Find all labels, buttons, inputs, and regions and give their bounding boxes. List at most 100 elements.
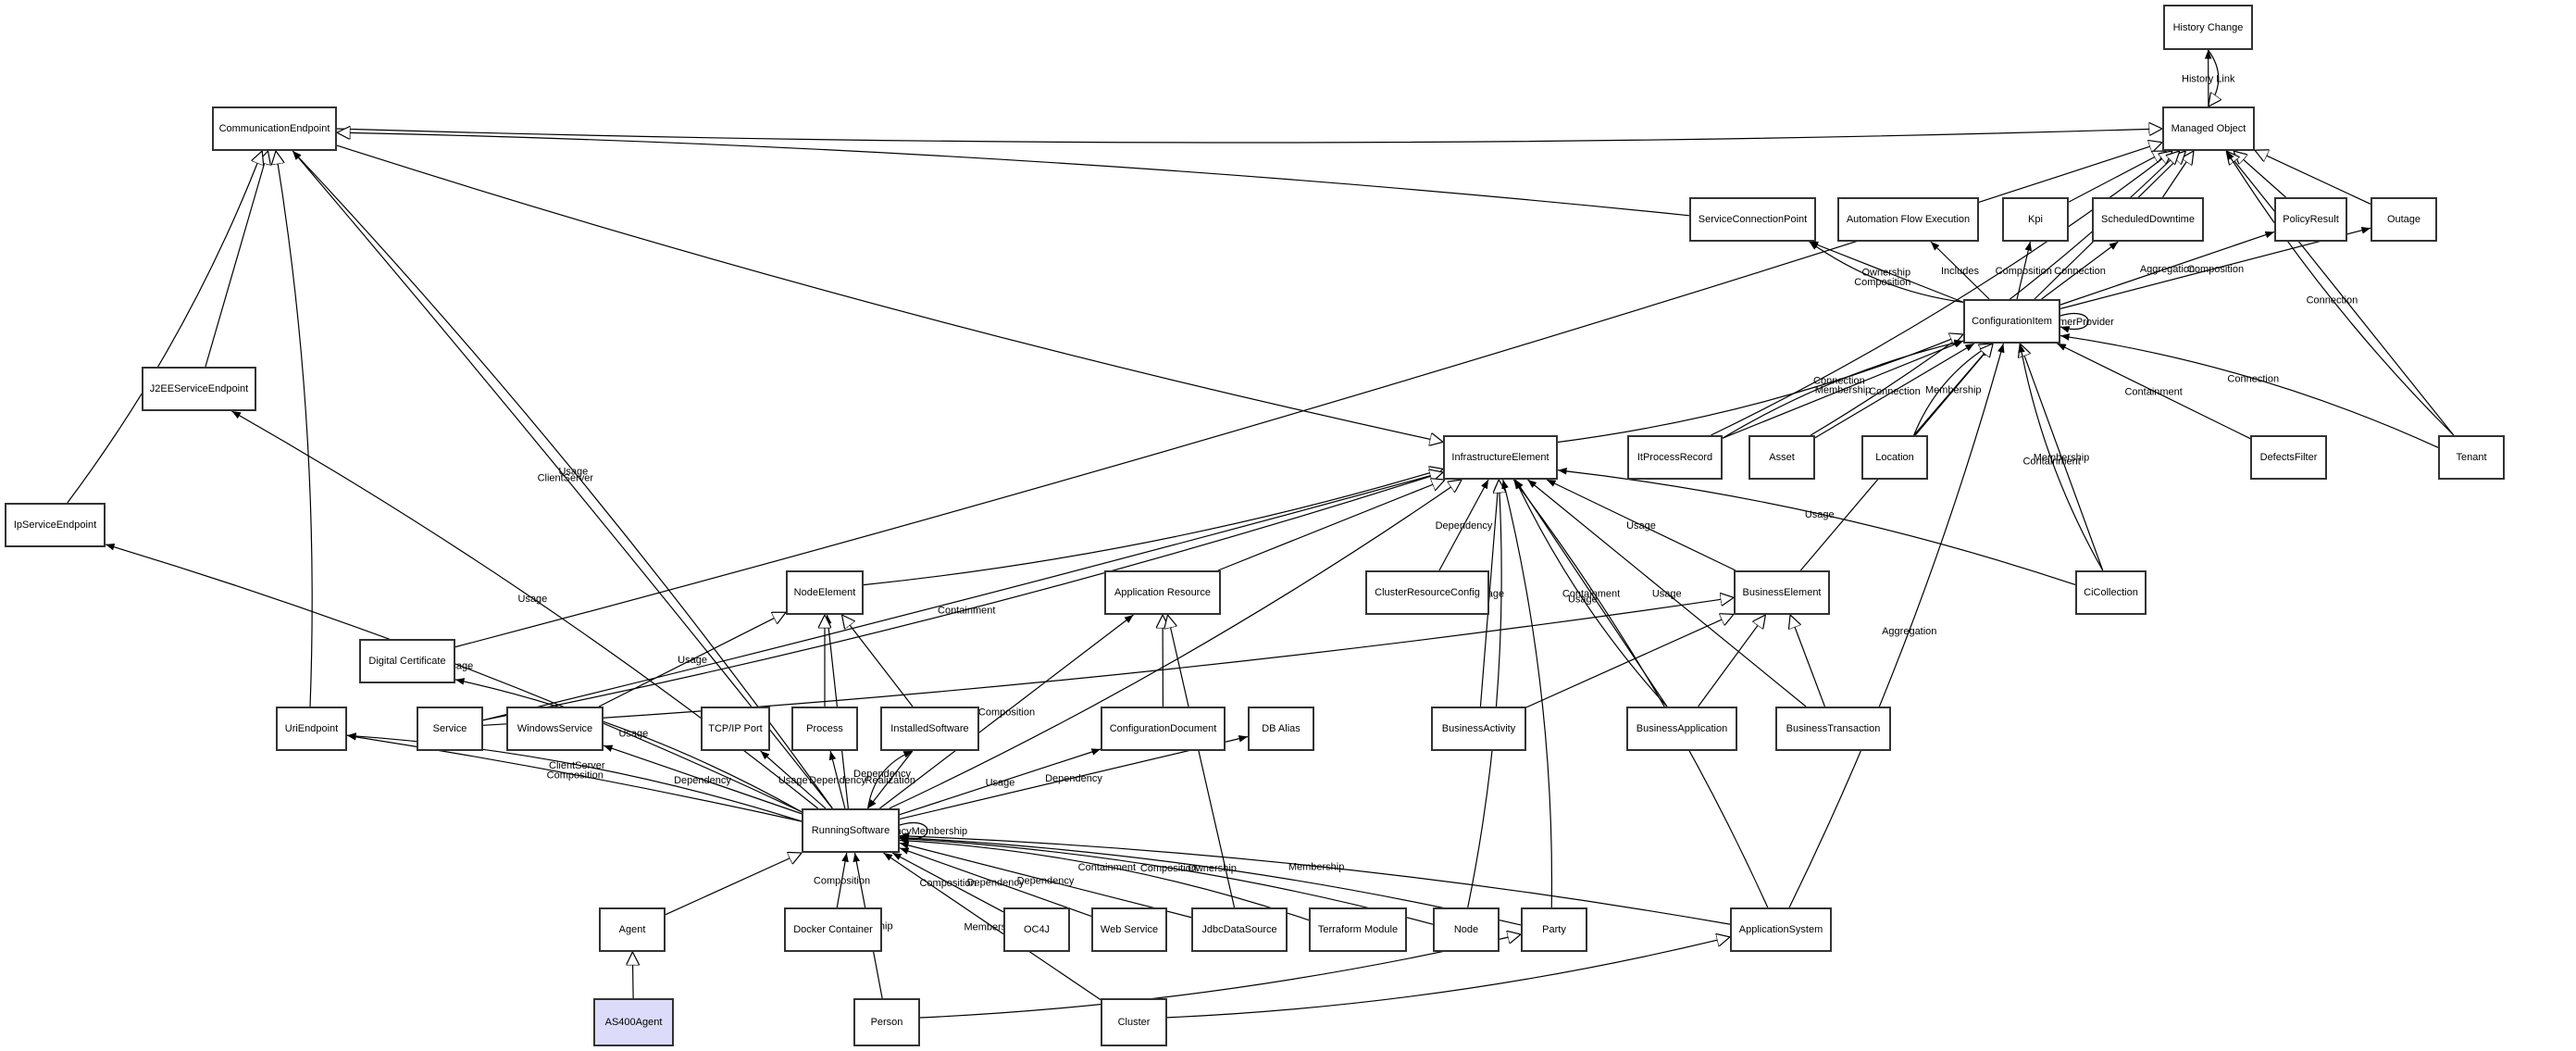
class-node-label: InstalledSoftware xyxy=(890,723,969,734)
class-node-person[interactable]: Person xyxy=(853,998,920,1046)
association-edge xyxy=(1814,343,1975,439)
class-node-defects-filter[interactable]: DefectsFilter xyxy=(2250,435,2327,480)
class-node-label: ConfigurationItem xyxy=(1972,316,2052,327)
association-edge xyxy=(2060,313,2089,333)
association-edge xyxy=(899,832,1731,925)
edge-label: Dependency xyxy=(853,769,911,780)
class-node-business-element[interactable]: BusinessElement xyxy=(1734,570,1830,615)
class-node-history-change[interactable]: History Change xyxy=(2163,5,2253,50)
inheritance-edge xyxy=(919,934,1521,1019)
edge-label: Usage xyxy=(618,728,648,739)
association-edge xyxy=(1438,479,1489,571)
association-edge xyxy=(879,614,1134,809)
class-node-label: ServiceConnectionPoint xyxy=(1698,214,1808,225)
class-node-label: Digital Certificate xyxy=(368,656,446,667)
class-node-location[interactable]: Location xyxy=(1861,435,1928,480)
class-node-windows-service[interactable]: WindowsService xyxy=(506,707,604,751)
class-node-installed-software[interactable]: InstalledSoftware xyxy=(880,707,979,751)
class-node-business-activity[interactable]: BusinessActivity xyxy=(1431,707,1526,751)
class-node-label: BusinessApplication xyxy=(1636,723,1728,734)
class-node-business-transaction[interactable]: BusinessTransaction xyxy=(1775,707,1891,751)
class-node-label: History Change xyxy=(2172,21,2244,33)
edge-label: Connection xyxy=(2227,374,2279,385)
class-node-node-element[interactable]: NodeElement xyxy=(786,570,864,615)
inheritance-edge xyxy=(889,480,1462,809)
edge-label: Containment xyxy=(938,605,995,616)
edge-label: Realization xyxy=(865,775,915,786)
class-node-ip-service-endpoint[interactable]: IpServiceEndpoint xyxy=(5,503,106,547)
class-node-node[interactable]: Node xyxy=(1433,907,1500,952)
class-node-application-resource[interactable]: Application Resource xyxy=(1104,570,1221,615)
edge-label: Dependency xyxy=(1017,876,1075,887)
class-node-process[interactable]: Process xyxy=(791,707,858,751)
association-edge xyxy=(867,750,914,809)
class-node-label: Cluster xyxy=(1117,1017,1151,1028)
class-node-label: Agent xyxy=(618,924,646,935)
class-node-tenant[interactable]: Tenant xyxy=(2438,435,2505,480)
class-node-label: Managed Object xyxy=(2171,123,2246,134)
class-node-party[interactable]: Party xyxy=(1521,907,1587,952)
class-node-label: UriEndpoint xyxy=(284,723,339,734)
class-node-label: PolicyResult xyxy=(2283,214,2339,225)
edge-label: Composition xyxy=(1854,277,1910,288)
association-edge xyxy=(1788,343,2005,908)
class-node-asset[interactable]: Asset xyxy=(1748,435,1815,480)
class-node-kpi[interactable]: Kpi xyxy=(2002,197,2069,242)
class-node-digital-certificate[interactable]: Digital Certificate xyxy=(359,639,455,683)
class-node-oc4j[interactable]: OC4J xyxy=(1003,907,1070,952)
class-node-service[interactable]: Service xyxy=(417,707,483,751)
class-node-docker-container[interactable]: Docker Container xyxy=(784,907,882,952)
class-node-managed-object[interactable]: Managed Object xyxy=(2162,106,2255,151)
association-edge xyxy=(828,750,846,809)
class-node-uri-endpoint[interactable]: UriEndpoint xyxy=(276,707,347,751)
class-node-it-process-record[interactable]: ItProcessRecord xyxy=(1627,435,1723,480)
class-node-jdbc-data-source[interactable]: JdbcDataSource xyxy=(1191,907,1288,952)
class-node-label: Kpi xyxy=(2028,214,2043,225)
class-node-business-application[interactable]: BusinessApplication xyxy=(1626,707,1737,751)
edge-label: Usage xyxy=(1626,520,1656,532)
edge-label: Usage xyxy=(518,594,548,605)
association-edge xyxy=(883,852,1101,1001)
class-node-label: Terraform Module xyxy=(1317,924,1399,935)
class-node-label: InfrastructureElement xyxy=(1451,452,1549,463)
class-node-cluster-resource-config[interactable]: ClusterResourceConfig xyxy=(1365,570,1489,615)
edge-label: Includes xyxy=(1941,266,1979,277)
class-node-cluster[interactable]: Cluster xyxy=(1101,998,1167,1046)
class-node-label: CommunicationEndpoint xyxy=(218,123,330,134)
class-node-label: ClusterResourceConfig xyxy=(1375,587,1480,598)
association-edge xyxy=(2018,343,2104,571)
edge-label: Dependency xyxy=(809,775,866,786)
class-node-dbalias[interactable]: DB Alias xyxy=(1248,707,1314,751)
association-edge xyxy=(105,544,803,813)
edge-label: Composition xyxy=(919,878,976,889)
class-node-agent[interactable]: Agent xyxy=(599,907,666,952)
edge-label: Composition xyxy=(814,876,870,887)
class-node-terraform-module[interactable]: Terraform Module xyxy=(1309,907,1407,952)
class-node-ci-collection[interactable]: CiCollection xyxy=(2075,570,2147,615)
inheritance-edge xyxy=(336,144,1443,442)
class-node-label: ApplicationSystem xyxy=(1738,924,1823,935)
class-node-communication-endpoint[interactable]: CommunicationEndpoint xyxy=(212,106,337,151)
class-node-running-software[interactable]: RunningSoftware xyxy=(802,808,900,853)
class-node-infrastructure-element[interactable]: InfrastructureElement xyxy=(1443,435,1558,480)
inheritance-edge xyxy=(337,132,1690,217)
class-node-scheduled-downtime[interactable]: ScheduledDowntime xyxy=(2092,197,2204,242)
class-node-j2eeservice-endpoint[interactable]: J2EEServiceEndpoint xyxy=(142,367,256,411)
edge-labels-layer: History LinkConnectionOwnershipCompositi… xyxy=(443,74,2358,933)
class-node-label: TCP/IP Port xyxy=(708,723,763,734)
class-node-web-service[interactable]: Web Service xyxy=(1091,907,1167,952)
class-node-policy-result[interactable]: PolicyResult xyxy=(2274,197,2347,242)
class-node-as400agent[interactable]: AS400Agent xyxy=(593,998,674,1046)
inheritance-edge xyxy=(1525,614,1734,708)
class-node-outage[interactable]: Outage xyxy=(2371,197,2437,242)
class-node-configuration-document[interactable]: ConfigurationDocument xyxy=(1101,707,1226,751)
class-node-application-system[interactable]: ApplicationSystem xyxy=(1730,907,1832,952)
class-node-configuration-item[interactable]: ConfigurationItem xyxy=(1963,299,2060,344)
class-node-service-connection-point[interactable]: ServiceConnectionPoint xyxy=(1689,197,1816,242)
edge-label: Usage xyxy=(1652,589,1682,600)
inheritance-edge xyxy=(482,597,1734,726)
class-node-tcp-ip-port[interactable]: TCP/IP Port xyxy=(701,707,770,751)
association-edge xyxy=(2041,241,2119,300)
class-node-automation-flow-execution[interactable]: Automation Flow Execution xyxy=(1837,197,1979,242)
class-node-label: BusinessTransaction xyxy=(1786,723,1881,734)
